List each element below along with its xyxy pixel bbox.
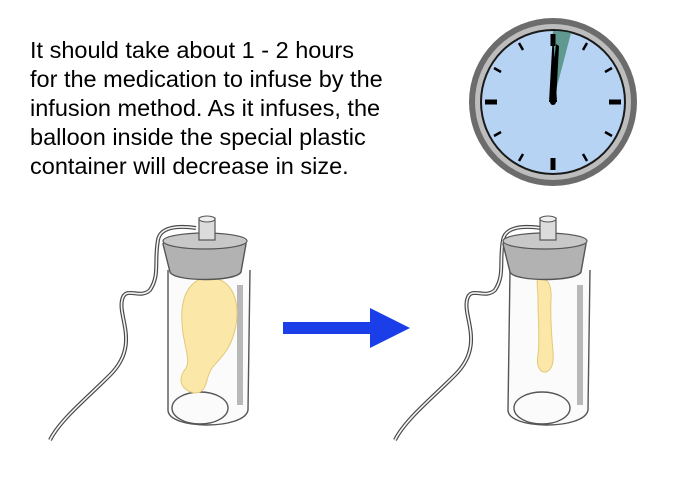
clock-icon	[469, 18, 637, 186]
instruction-line: balloon inside the special plastic	[30, 124, 366, 150]
instruction-line: for the medication to infuse by the	[30, 66, 383, 92]
right-arrow-icon	[283, 308, 410, 348]
instruction-line: It should take about 1 - 2 hours	[30, 37, 354, 63]
infusion-bottle-empty-balloon	[393, 215, 591, 441]
instruction-line: infusion method. As it infuses, the	[30, 95, 381, 121]
infusion-bottle-full-balloon	[48, 215, 251, 441]
instruction-text: It should take about 1 - 2 hours for the…	[30, 36, 470, 181]
instruction-line: container will decrease in size.	[30, 153, 349, 179]
